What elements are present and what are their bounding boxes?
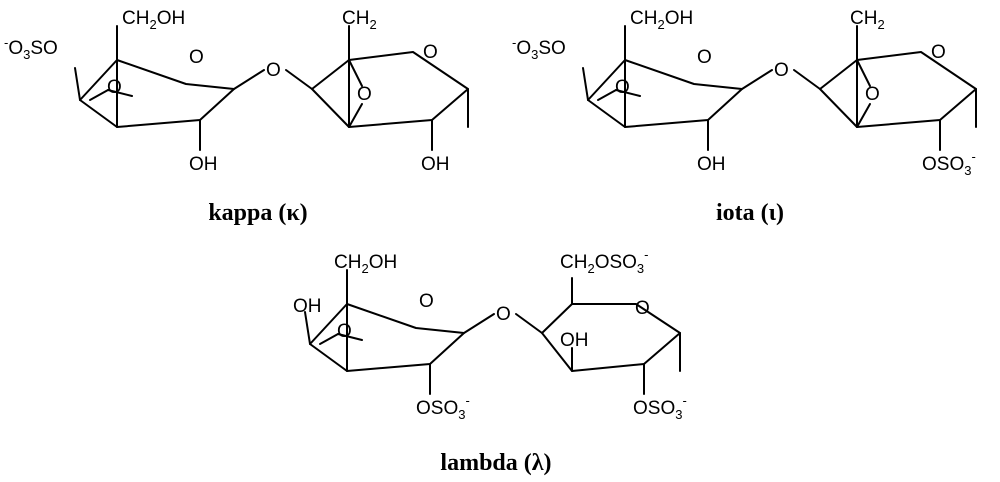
iota-bridge-oxygen-2: O: [865, 84, 880, 105]
kappa-bridge-oxygen-2: O: [357, 84, 372, 105]
lambda-ch2oso3-label: CH2OSO3-: [560, 247, 649, 276]
kappa-bridge-oxygen-1: O: [107, 77, 122, 98]
iota-oh-label: OH: [697, 154, 726, 175]
iota-ch2oh-label: CH2OH: [630, 8, 693, 32]
kappa-ch2-label: CH2: [342, 8, 377, 32]
lambda-structure: CH2OH OH O O OSO3- O CH2OSO3- O OH OSO3-…: [293, 247, 687, 476]
lambda-glycosidic-oxygen: O: [496, 304, 511, 325]
iota-glycosidic-oxygen: O: [774, 60, 789, 81]
lambda-ring-oxygen-2: O: [635, 298, 650, 319]
kappa-sulfate-label: -O3SO: [4, 35, 58, 62]
iota-caption: iota (ι): [716, 200, 784, 226]
iota-ring-oxygen-2: O: [931, 42, 946, 63]
lambda-oh-label-1: OH: [293, 296, 322, 317]
kappa-bonds: [74, 25, 469, 151]
kappa-caption: kappa (κ): [208, 200, 307, 226]
iota-ring-oxygen-1: O: [697, 47, 712, 68]
kappa-ring-oxygen-1: O: [189, 47, 204, 68]
kappa-ch2oh-label: CH2OH: [122, 8, 185, 32]
iota-structure: CH2OH O O -O3SO OH O CH2 O O OSO3- iota …: [512, 8, 977, 226]
lambda-ch2oh-label: CH2OH: [334, 252, 397, 276]
iota-sulfate-label: -O3SO: [512, 35, 566, 62]
kappa-ring-oxygen-2: O: [423, 42, 438, 63]
iota-bonds: [582, 25, 977, 151]
lambda-ring-oxygen-1: O: [419, 291, 434, 312]
iota-ch2-label: CH2: [850, 8, 885, 32]
iota-bridge-oxygen-1: O: [615, 77, 630, 98]
lambda-caption: lambda (λ): [440, 450, 551, 476]
lambda-oso3-label-2: OSO3-: [633, 393, 687, 422]
lambda-bridge-oxygen: O: [337, 321, 352, 342]
kappa-oh-label-2: OH: [421, 154, 450, 175]
iota-oso3-label: OSO3-: [922, 149, 976, 178]
lambda-bonds: [304, 269, 681, 395]
lambda-oso3-label-1: OSO3-: [416, 393, 470, 422]
kappa-structure: CH2OH O O -O3SO OH O CH2 O O OH kappa (κ…: [4, 8, 469, 226]
kappa-glycosidic-oxygen: O: [266, 60, 281, 81]
kappa-oh-label-1: OH: [189, 154, 218, 175]
lambda-oh-label-2: OH: [560, 330, 589, 351]
